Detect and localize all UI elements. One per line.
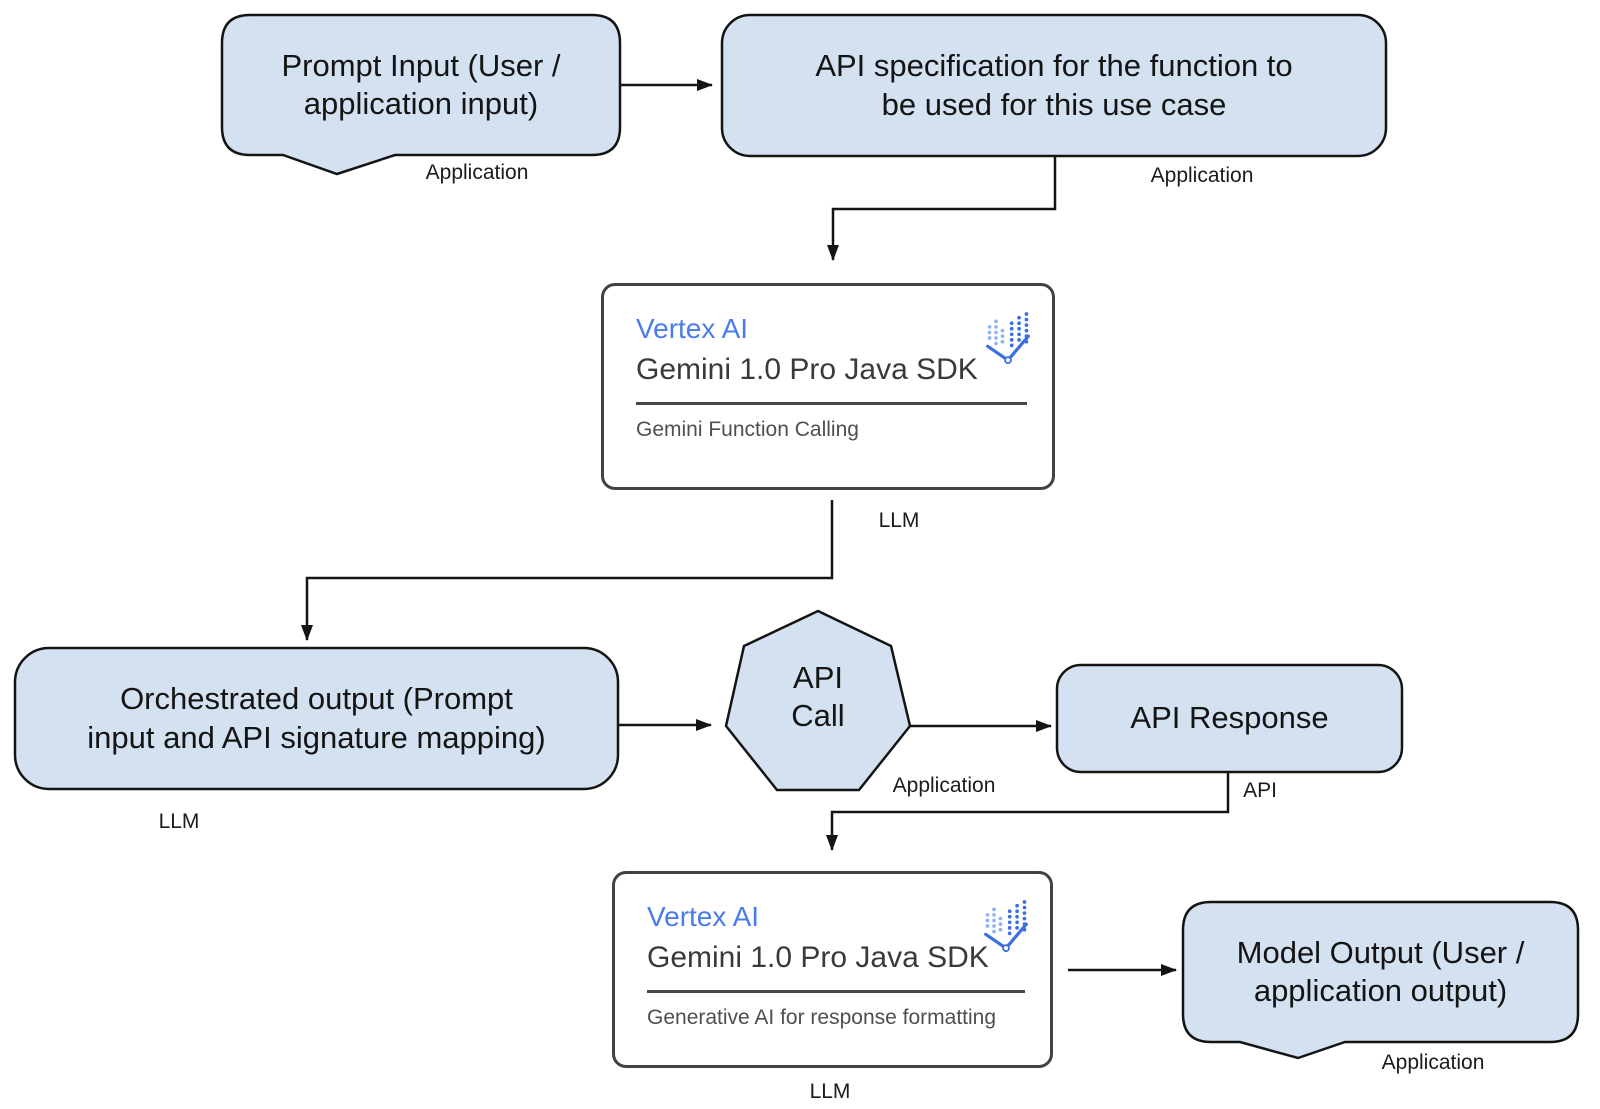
vertex-ai-response-formatting-card: Vertex AI Gemini 1.0 Pro Java SDK Genera… xyxy=(612,871,1053,1068)
gemini-function-calling-caption: Gemini Function Calling xyxy=(636,417,859,441)
prompt-input-label: Prompt Input (User / application input) xyxy=(281,47,561,121)
api-response-label: API Response xyxy=(1130,700,1329,736)
orchestrated-output-label: Orchestrated output (Prompt input and AP… xyxy=(87,681,546,755)
generative-ai-caption: Generative AI for response formatting xyxy=(647,1005,997,1029)
vertex-ai-icon xyxy=(984,900,1028,952)
api-call-label: API Call xyxy=(791,659,845,733)
edge-apiresponse-to-llm2 xyxy=(826,772,1230,851)
api-spec-label: API specification for the function to be… xyxy=(815,48,1293,122)
api-call-heptagon-shape xyxy=(724,609,912,792)
model-output-callout-shape xyxy=(1181,900,1580,1060)
gemini-sdk-subtitle: Gemini 1.0 Pro Java SDK xyxy=(636,352,978,386)
vertex-ai-function-calling-card: Vertex AI Gemini 1.0 Pro Java SDK Gemini… xyxy=(601,283,1055,490)
vertex-ai-icon xyxy=(986,312,1030,364)
api-spec-tag: Application xyxy=(1150,164,1254,187)
prompt-input-callout-shape xyxy=(220,13,622,176)
api-response-tag: API xyxy=(1243,779,1277,802)
api-call-tag: Application xyxy=(892,774,996,797)
vertex-ai-title: Vertex AI xyxy=(647,901,760,932)
vertex-ai-title: Vertex AI xyxy=(636,313,749,344)
gemini-sdk-subtitle: Gemini 1.0 Pro Java SDK xyxy=(647,940,989,974)
api-response-box-shape xyxy=(1055,663,1404,774)
model-output-label: Model Output (User / application output) xyxy=(1236,934,1525,1008)
model-output-tag: Application xyxy=(1381,1051,1485,1074)
edge-llm1-to-orchestrated xyxy=(301,500,834,641)
card-divider xyxy=(647,989,1025,993)
gemini-function-calling-tag: LLM xyxy=(878,509,920,532)
prompt-input-tag: Application xyxy=(425,161,529,184)
orchestrated-output-tag: LLM xyxy=(158,810,200,833)
orchestrated-output-box-shape xyxy=(13,646,620,791)
api-spec-box-shape xyxy=(720,13,1388,158)
card-divider xyxy=(636,401,1027,405)
gemini-response-formatting-tag: LLM xyxy=(809,1080,851,1103)
edge-apispec-to-llm1 xyxy=(827,157,1057,261)
